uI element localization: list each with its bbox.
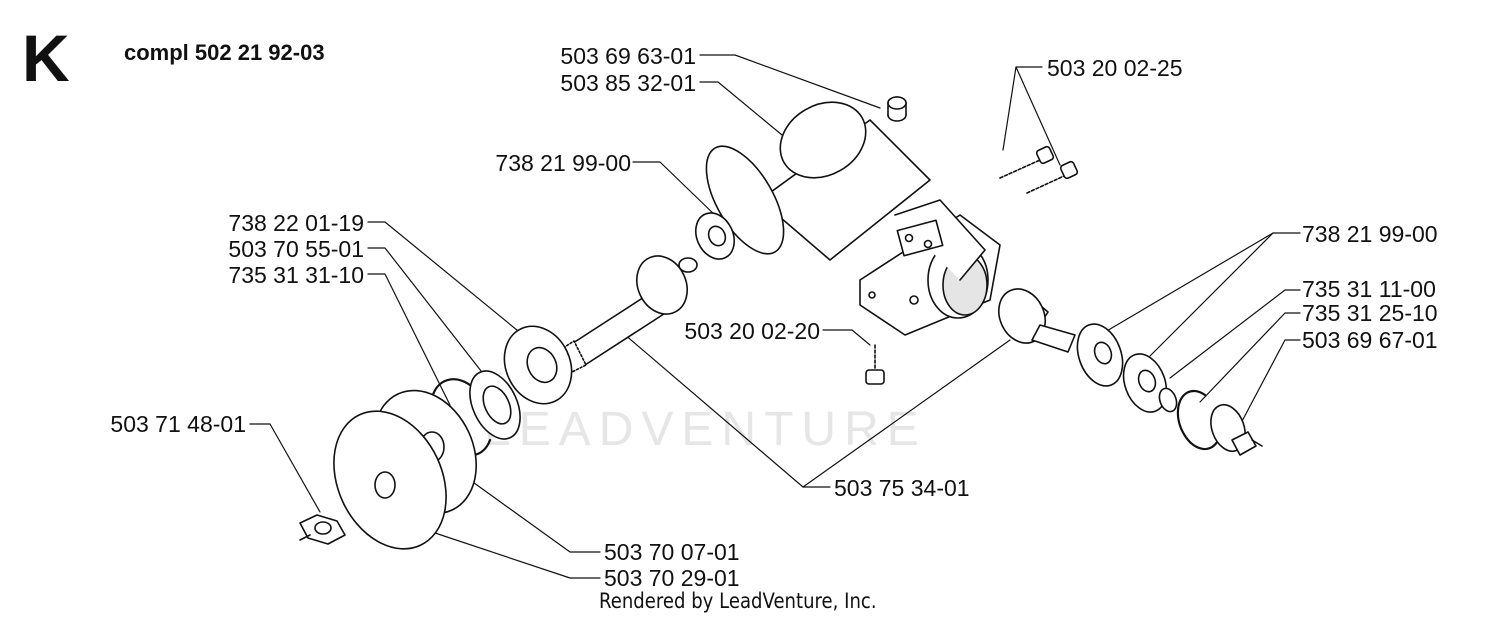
plug-part xyxy=(887,96,907,122)
part-label-503-71-48-01[interactable]: 503 71 48-01 xyxy=(110,411,246,437)
part-label-503-85-32-01[interactable]: 503 85 32-01 xyxy=(560,70,696,96)
part-label-503-70-55-01[interactable]: 503 70 55-01 xyxy=(228,236,364,262)
watermark: LEADVENTURE xyxy=(484,403,927,456)
part-label-735-31-11-00[interactable]: 735 31 11-00 xyxy=(1302,276,1436,302)
gear-housing-part xyxy=(705,101,1001,336)
part-label-503-70-07-01[interactable]: 503 70 07-01 xyxy=(604,539,740,565)
assembly-number: compl 502 21 92-03 xyxy=(124,40,325,65)
washer-part-right xyxy=(1158,387,1178,413)
bearing-part-right-2 xyxy=(1122,353,1168,413)
screw-part-bottom xyxy=(865,344,885,385)
spacer-part xyxy=(469,370,521,440)
part-label-738-21-99-00-right[interactable]: 738 21 99-00 xyxy=(1302,221,1438,247)
bearing-part-right-1 xyxy=(1076,323,1124,387)
part-label-503-20-02-20[interactable]: 503 20 02-20 xyxy=(684,318,820,344)
screws-part xyxy=(999,145,1079,194)
part-label-738-21-99-00-left[interactable]: 738 21 99-00 xyxy=(495,150,631,176)
part-label-503-75-34-01[interactable]: 503 75 34-01 xyxy=(834,475,970,501)
thrust-plate-part xyxy=(333,410,447,550)
pinion-shaft-part xyxy=(559,255,698,373)
section-letter: K xyxy=(22,21,70,95)
footer-credit: Rendered by LeadVenture, Inc. xyxy=(599,589,877,613)
bevel-gear-part xyxy=(998,288,1076,353)
bearing-part-large xyxy=(503,325,573,405)
part-label-735-31-25-10[interactable]: 735 31 25-10 xyxy=(1302,300,1438,326)
part-label-503-20-02-25[interactable]: 503 20 02-25 xyxy=(1047,55,1183,81)
end-cap-part-right xyxy=(1210,403,1263,456)
part-label-503-69-67-01[interactable]: 503 69 67-01 xyxy=(1302,327,1438,353)
part-label-503-69-63-01[interactable]: 503 69 63-01 xyxy=(560,43,696,69)
bearing-part-left xyxy=(694,212,736,260)
nut-part xyxy=(299,514,346,545)
part-label-738-22-01-19[interactable]: 738 22 01-19 xyxy=(228,210,364,236)
part-label-735-31-31-10[interactable]: 735 31 31-10 xyxy=(228,262,364,288)
leader-lines xyxy=(249,54,1301,579)
part-label-503-70-29-01[interactable]: 503 70 29-01 xyxy=(604,565,740,591)
